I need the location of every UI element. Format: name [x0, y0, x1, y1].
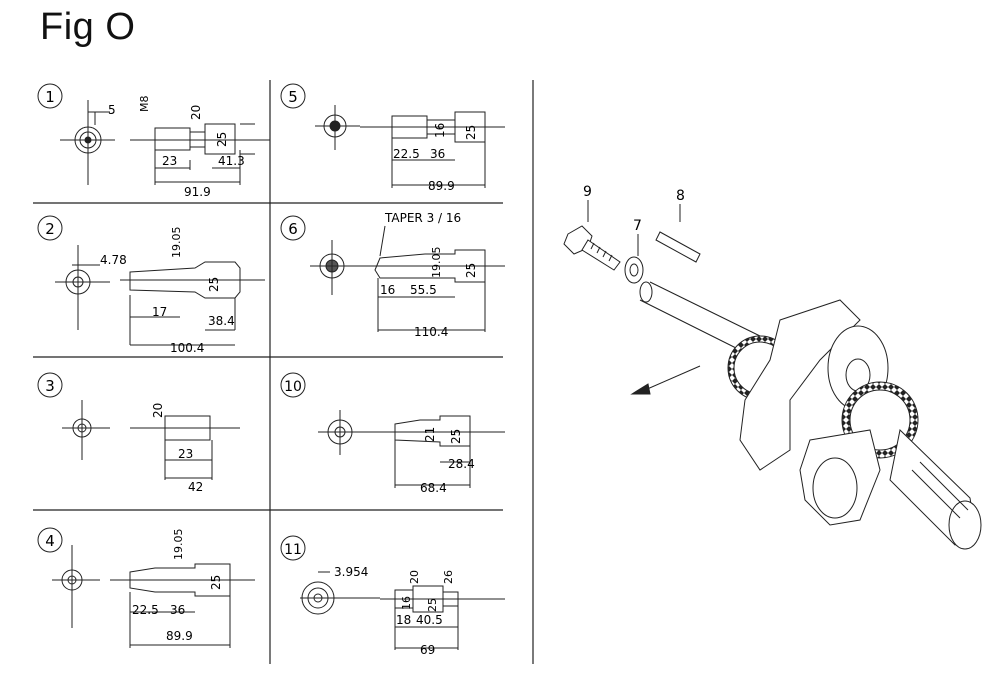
- bolt-part: [563, 225, 621, 271]
- dim-label: 22.5: [132, 603, 159, 617]
- panel-10: 10 21 25 28.4 68.4: [280, 372, 505, 495]
- panel-number: 10: [284, 379, 302, 395]
- panel-number-circle: [37, 372, 63, 398]
- dim-label: 25: [464, 263, 478, 278]
- panel-number: 11: [284, 542, 302, 558]
- panel-5: 5 16 25 22.5 36 89.9: [280, 83, 505, 193]
- phantom-shaft: [639, 281, 761, 355]
- panel-3: 3 20 23 42: [37, 372, 240, 494]
- panel-1: 1 5 M8 20 25 23 41.3 91.9: [37, 83, 270, 199]
- shaft-profile: [130, 123, 270, 185]
- panel-number: 2: [45, 220, 55, 238]
- dim-label: 25: [449, 429, 463, 444]
- callout-number: 7: [633, 218, 642, 234]
- panel-number: 4: [45, 532, 55, 550]
- dim-label: 100.4: [170, 341, 204, 355]
- dim-label: 41.3: [218, 154, 245, 168]
- panel-11: 11 3.954 20 26 16 25 18 40.5 69: [280, 535, 505, 657]
- dim-label: 5: [108, 103, 116, 117]
- dim-label: 20: [408, 570, 421, 584]
- dim-label: M8: [138, 96, 151, 113]
- end-view: [52, 545, 100, 628]
- shaft-profile: [110, 563, 255, 648]
- panel-4: 4 19.05 25 22.5 36 89.9: [37, 527, 255, 648]
- dim-label: 20: [189, 105, 203, 120]
- dim-label: 17: [152, 305, 167, 319]
- dim-label: 36: [170, 603, 185, 617]
- panel-number: 6: [288, 220, 298, 238]
- dim-label: 25: [215, 132, 229, 147]
- dim-label: 110.4: [414, 325, 448, 339]
- panel-grid: [33, 80, 534, 664]
- dim-label: 19.05: [430, 247, 443, 279]
- panel-2: 2 4.78 19.05 25 17 38.4 100.4: [37, 215, 265, 355]
- panel-6: 6 TAPER 3 / 16 19.05 25 16 55.5 110.4: [280, 211, 505, 339]
- dim-label: 25: [426, 598, 439, 612]
- dim-label: 23: [178, 447, 193, 461]
- dim-label: 22.5: [393, 147, 420, 161]
- panel-number-circle: [280, 83, 306, 109]
- dim-label: 18: [396, 613, 411, 627]
- crankshaft-body: [727, 299, 982, 550]
- dim-label: 25: [209, 575, 223, 590]
- crankshaft-assembly: 9 7 8: [563, 184, 982, 550]
- panel-number: 3: [45, 377, 55, 395]
- shaft-profile: [365, 415, 505, 488]
- end-view: [55, 245, 110, 330]
- panel-number-circle: [37, 83, 63, 109]
- dim-label: 26: [442, 570, 455, 584]
- end-view: [318, 410, 365, 455]
- dim-label: 20: [151, 403, 165, 418]
- dim-label: 4.78: [100, 253, 127, 267]
- taper-label: TAPER 3 / 16: [384, 211, 461, 225]
- dim-label: 40.5: [416, 613, 443, 627]
- panel-number-circle: [280, 215, 306, 241]
- panel-number: 5: [288, 88, 298, 106]
- dim-label: 28.4: [448, 457, 475, 471]
- dim-label: 19.05: [172, 529, 185, 561]
- figure-title: Fig O: [40, 6, 136, 48]
- dim-label: 55.5: [410, 283, 437, 297]
- dim-label: 36: [430, 147, 445, 161]
- end-view: [300, 571, 380, 615]
- panel-number-circle: [280, 372, 306, 398]
- dim-label: 16: [400, 596, 413, 610]
- dim-label: 23: [162, 154, 177, 168]
- dim-label: 21: [423, 427, 437, 442]
- panel-number-circle: [280, 535, 306, 561]
- direction-arrow: [630, 365, 701, 395]
- dim-label: 19.05: [170, 227, 183, 259]
- shaft-profile: [380, 585, 505, 650]
- end-view: [315, 105, 360, 150]
- panel-number-circle: [37, 215, 63, 241]
- end-view: [310, 240, 360, 295]
- dim-label: 16: [380, 283, 395, 297]
- shaft-profile: [360, 111, 505, 188]
- shaft-profile: [130, 415, 240, 480]
- end-view: [62, 400, 110, 460]
- dim-label: 89.9: [166, 629, 193, 643]
- dim-label: 69: [420, 643, 435, 657]
- panel-number: 1: [45, 88, 55, 106]
- callout-number: 8: [676, 188, 685, 204]
- dim-label: 25: [207, 277, 221, 292]
- dim-label: 89.9: [428, 179, 455, 193]
- panel-number-circle: [37, 527, 63, 553]
- dim-label: 91.9: [184, 185, 211, 199]
- dim-label: 42: [188, 480, 203, 494]
- dim-label: 25: [464, 125, 478, 140]
- shaft-profile: [120, 261, 265, 346]
- washer-part: [624, 256, 644, 284]
- key-part: [655, 231, 701, 263]
- callout-number: 9: [583, 184, 592, 200]
- dim-label: 38.4: [208, 314, 235, 328]
- dim-label: 16: [433, 123, 447, 138]
- end-view: [60, 100, 115, 185]
- dim-label: 3.954: [334, 565, 368, 579]
- dim-label: 68.4: [420, 481, 447, 495]
- shaft-profile: [360, 225, 505, 332]
